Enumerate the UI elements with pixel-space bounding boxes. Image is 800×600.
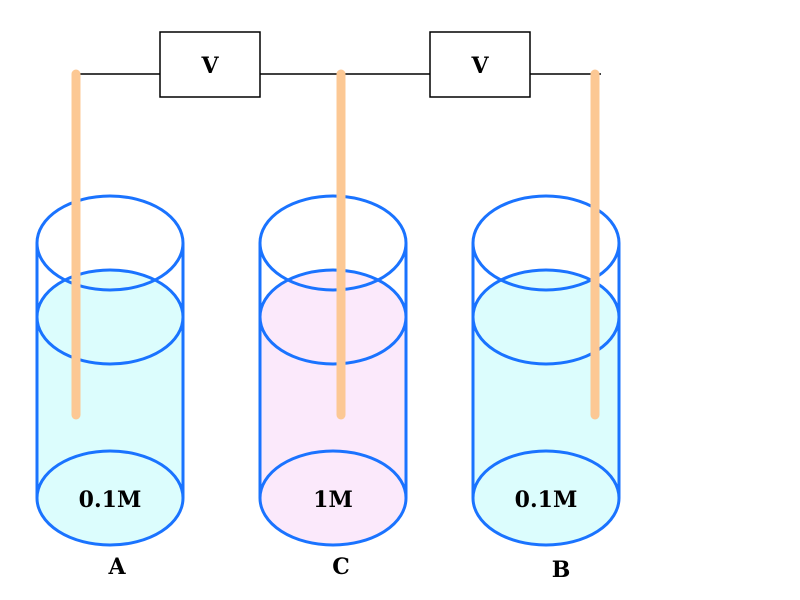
voltmeter-1-box: [159, 31, 261, 98]
voltmeter-2-label: V: [470, 53, 489, 79]
voltmeter-1: V: [159, 31, 261, 98]
beaker-b-label: B: [552, 557, 571, 583]
beaker-c-concentration: 1M: [313, 487, 353, 513]
beaker-c: 1M C: [258, 69, 408, 580]
beaker-c-label: C: [332, 554, 350, 580]
beaker-c-solution: [260, 270, 406, 545]
voltmeter-1-label: V: [200, 53, 219, 79]
beaker-a-label: A: [107, 554, 126, 580]
voltmeter-2: V: [429, 31, 531, 98]
beaker-b: 0.1M B: [471, 69, 621, 583]
voltmeter-2-box: [429, 31, 531, 98]
beaker-b-solution: [473, 270, 619, 545]
beaker-a: 0.1M A: [35, 69, 185, 580]
beaker-b-concentration: 0.1M: [515, 487, 578, 513]
beaker-a-concentration: 0.1M: [79, 487, 142, 513]
